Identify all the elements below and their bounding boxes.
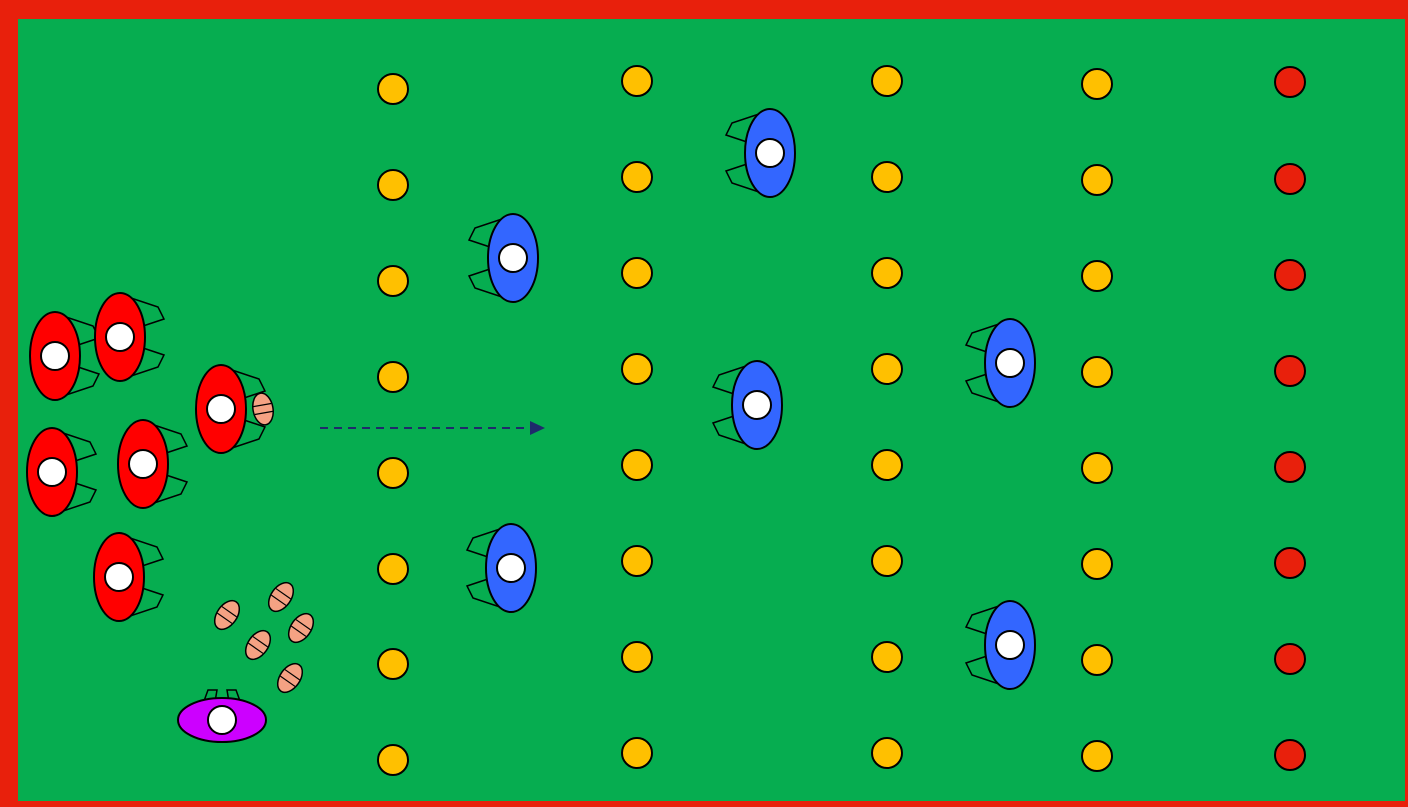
yellow-cone: [378, 649, 408, 679]
yellow-cone: [378, 170, 408, 200]
yellow-cone: [378, 554, 408, 584]
red-cone: [1275, 644, 1305, 674]
yellow-cone: [1082, 453, 1112, 483]
yellow-cone: [622, 66, 652, 96]
player-head: [499, 244, 527, 272]
red-cone: [1275, 164, 1305, 194]
yellow-cone: [872, 354, 902, 384]
player-head: [129, 450, 157, 478]
red-cone: [1275, 260, 1305, 290]
player-head: [106, 323, 134, 351]
player-head: [38, 458, 66, 486]
yellow-cone: [622, 258, 652, 288]
yellow-cone: [872, 258, 902, 288]
yellow-cone: [622, 642, 652, 672]
yellow-cone: [872, 642, 902, 672]
yellow-cone: [622, 162, 652, 192]
yellow-cone: [378, 74, 408, 104]
yellow-cone: [378, 266, 408, 296]
red-cone: [1275, 548, 1305, 578]
yellow-cone: [378, 745, 408, 775]
yellow-cone: [1082, 645, 1112, 675]
red-cone: [1275, 452, 1305, 482]
yellow-cone: [622, 354, 652, 384]
yellow-cone: [872, 546, 902, 576]
player-head: [996, 631, 1024, 659]
yellow-cone: [378, 458, 408, 488]
yellow-cone: [1082, 165, 1112, 195]
yellow-cone: [1082, 549, 1112, 579]
yellow-cone: [872, 162, 902, 192]
yellow-cone: [622, 450, 652, 480]
yellow-cone: [1082, 357, 1112, 387]
yellow-cone: [1082, 69, 1112, 99]
player-head: [208, 706, 236, 734]
player-head: [743, 391, 771, 419]
yellow-cone: [1082, 741, 1112, 771]
red-cone: [1275, 740, 1305, 770]
red-cone: [1275, 356, 1305, 386]
player-head: [105, 563, 133, 591]
player-head: [207, 395, 235, 423]
player-head: [996, 349, 1024, 377]
yellow-cone: [872, 738, 902, 768]
player-head: [756, 139, 784, 167]
yellow-cone: [378, 362, 408, 392]
yellow-cone: [622, 738, 652, 768]
yellow-cone: [872, 66, 902, 96]
player-head: [41, 342, 69, 370]
red-cone: [1275, 67, 1305, 97]
yellow-cone: [872, 450, 902, 480]
player-head: [497, 554, 525, 582]
yellow-cone: [622, 546, 652, 576]
yellow-cone: [1082, 261, 1112, 291]
